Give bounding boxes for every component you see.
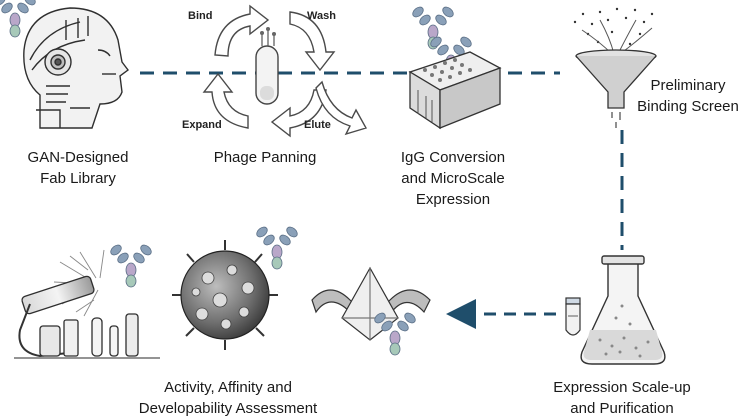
protein-fold-icon: [311, 266, 431, 356]
gan-library-line2: Fab Library: [40, 170, 116, 187]
igg-line1: IgG Conversion: [400, 149, 506, 166]
funnel-icon: [573, 7, 657, 128]
flask-icon: [580, 255, 666, 365]
phage-vial-icon: [255, 27, 279, 105]
cycle-label-elute: Elute: [304, 119, 331, 131]
robot-head-icon: [23, 7, 129, 129]
expression-line2: and Purification: [570, 400, 674, 417]
expression-line1: Expression Scale-up: [553, 379, 691, 396]
step-label-assessment: Activity, Affinity and Developability As…: [120, 377, 336, 419]
step-label-gan-library: GAN-Designed Fab Library: [4, 147, 152, 189]
phage-panning-title: Phage Panning: [213, 149, 317, 166]
lab-equipment-icon: [14, 242, 160, 359]
panning-cycle-arrows: [202, 4, 368, 138]
tube-icon: [565, 297, 581, 336]
gan-library-line1: GAN-Designed: [27, 149, 129, 166]
plate-well-icon: [408, 4, 502, 130]
preliminary-line2: Binding Screen: [637, 98, 739, 115]
assessment-line1: Activity, Affinity and: [164, 379, 292, 396]
step-label-igg-conversion: IgG Conversion and MicroScale Expression: [378, 147, 528, 210]
cycle-label-bind: Bind: [188, 10, 213, 22]
preliminary-line1: Preliminary: [650, 77, 726, 94]
igg-line2: and MicroScale: [401, 170, 505, 187]
antibody-icon: [0, 0, 36, 38]
cycle-label-wash: Wash: [307, 10, 336, 22]
step-label-expression-scaleup: Expression Scale-up and Purification: [534, 377, 710, 419]
step-label-preliminary-screen: Preliminary Binding Screen: [626, 75, 750, 117]
assessment-line2: Developability Assessment: [138, 400, 318, 417]
cycle-label-expand: Expand: [182, 119, 222, 131]
step-label-phage-panning: Phage Panning: [190, 147, 340, 168]
igg-line3: Expression: [415, 191, 491, 208]
virus-icon: [172, 224, 300, 350]
